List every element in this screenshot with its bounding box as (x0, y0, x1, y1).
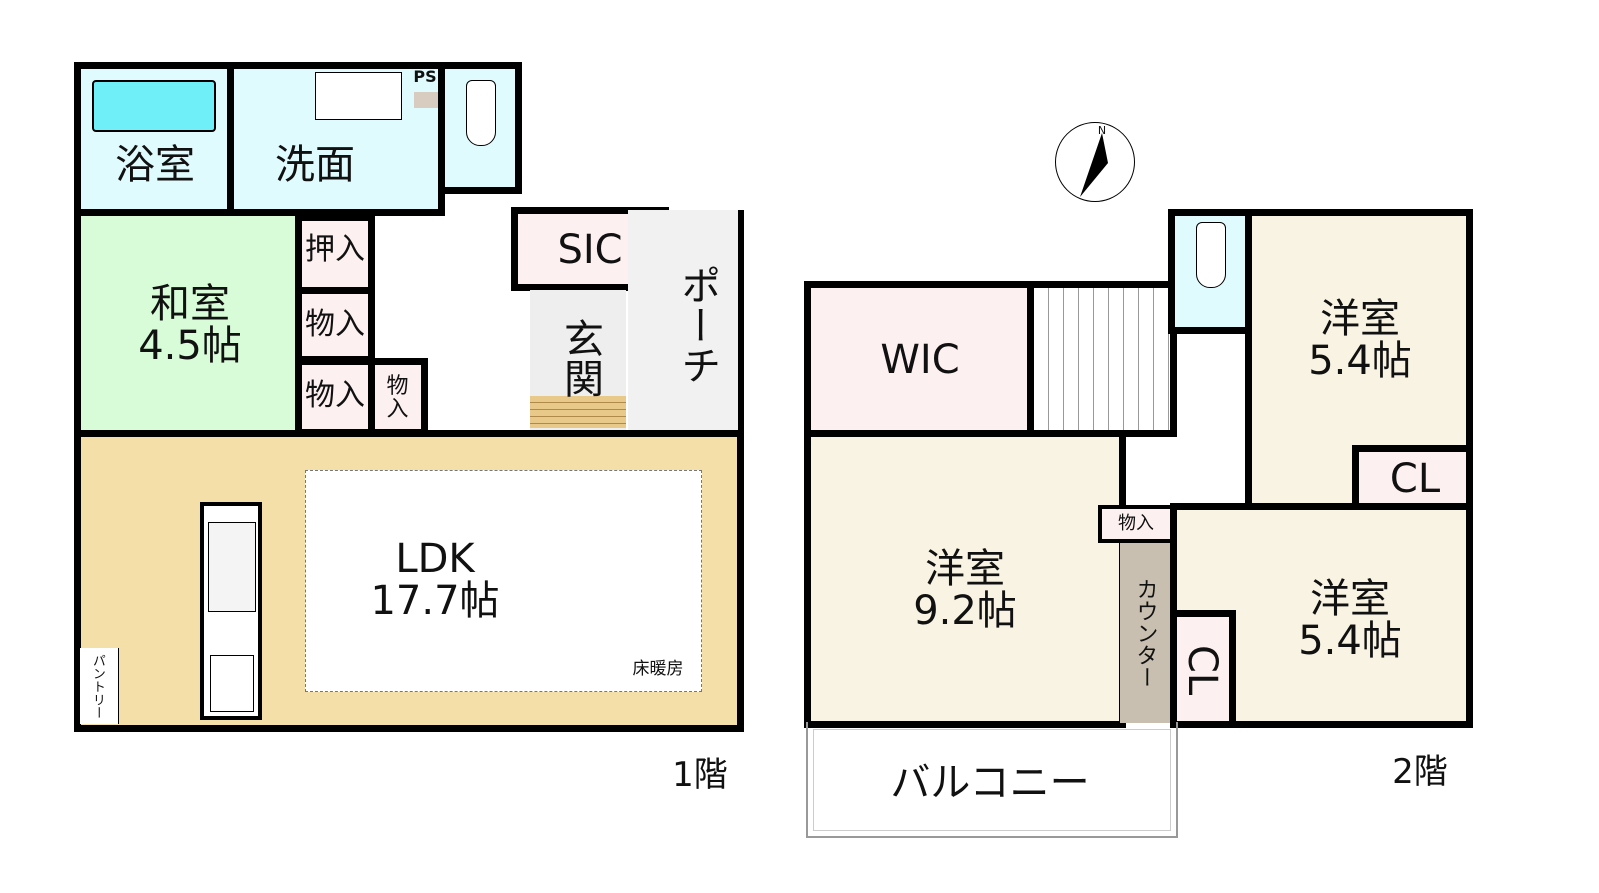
porch (628, 210, 744, 432)
counter-label: カウンター (1132, 577, 1158, 688)
oshiire-label: 押入 (305, 232, 365, 268)
storage-2-label: 物入 (305, 378, 365, 414)
storage-2f-label: 物入 (1118, 512, 1154, 534)
japanese-room-label: 和室 4.5帖 (138, 281, 242, 369)
balcony-label: バルコニー (890, 759, 1090, 806)
porch-label: ポーチ (674, 265, 720, 385)
ldk-label: LDK 17.7帖 (370, 536, 500, 624)
entrance-step (530, 396, 626, 428)
closet-se-label: CL (1179, 644, 1225, 696)
washroom-label: 洗面 (275, 142, 355, 188)
ps-label: PS (413, 66, 437, 86)
toilet-icon (466, 80, 496, 146)
closet-se (1170, 610, 1236, 728)
floor-1-label: 1階 (672, 755, 728, 796)
wic-label: WIC (880, 337, 960, 383)
ps-shaft (414, 92, 438, 108)
compass-needle-icon (1080, 133, 1108, 197)
sink (315, 72, 402, 120)
western-room-ne-label: 洋室 5.4帖 (1308, 296, 1412, 384)
kitchen-sink-icon (208, 522, 256, 612)
entrance-label: 玄関 (557, 317, 603, 398)
storage-2f (1098, 505, 1174, 543)
sic-label: SIC (557, 227, 623, 273)
bathtub (92, 80, 216, 132)
western-room-main-label: 洋室 9.2帖 (913, 546, 1017, 634)
ldk-floor-heating-area (305, 470, 702, 692)
bath-label: 浴室 (115, 142, 195, 188)
stairs (1027, 281, 1177, 437)
storage-3-label: 物 入 (386, 373, 409, 422)
toilet-icon-2f (1196, 222, 1226, 288)
counter (1120, 543, 1170, 723)
closet-ne-label: CL (1389, 456, 1441, 502)
pantry-label: パントリー (89, 653, 105, 719)
balcony (806, 722, 1178, 838)
pantry (80, 648, 119, 724)
stove-icon (210, 655, 254, 712)
floor-2-label: 2階 (1392, 752, 1448, 793)
storage-1-label: 物入 (305, 307, 365, 343)
compass: N (1055, 122, 1135, 202)
floor-heating-label: 床暖房 (632, 659, 684, 680)
compass-north-label: N (1097, 124, 1107, 138)
western-room-se-label: 洋室 5.4帖 (1298, 576, 1402, 664)
